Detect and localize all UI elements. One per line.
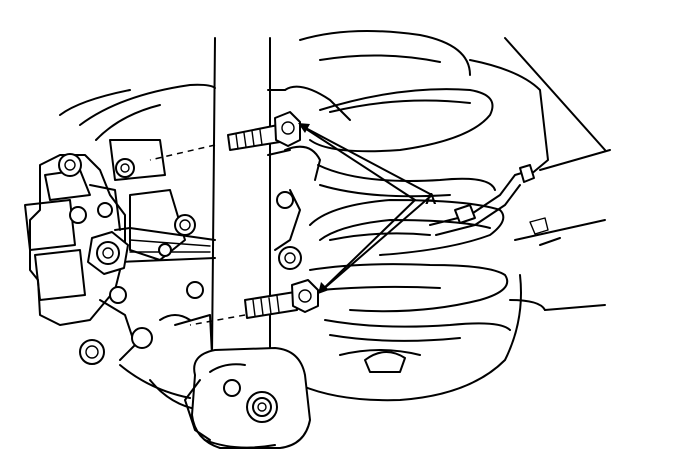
- control-link: [87, 227, 216, 275]
- callout-label-a: A: [425, 191, 437, 208]
- body-nuts: [276, 191, 302, 270]
- brake-hose: [429, 164, 535, 236]
- lower-mount: [159, 314, 311, 449]
- lower-mounting-bolt: [189, 279, 319, 326]
- knuckle-body: [59, 83, 606, 411]
- upper-mounting-bolt: [149, 111, 301, 161]
- mounting-bracket: [469, 37, 611, 246]
- coil-spring: [299, 30, 511, 342]
- callout-lines: [298, 123, 433, 294]
